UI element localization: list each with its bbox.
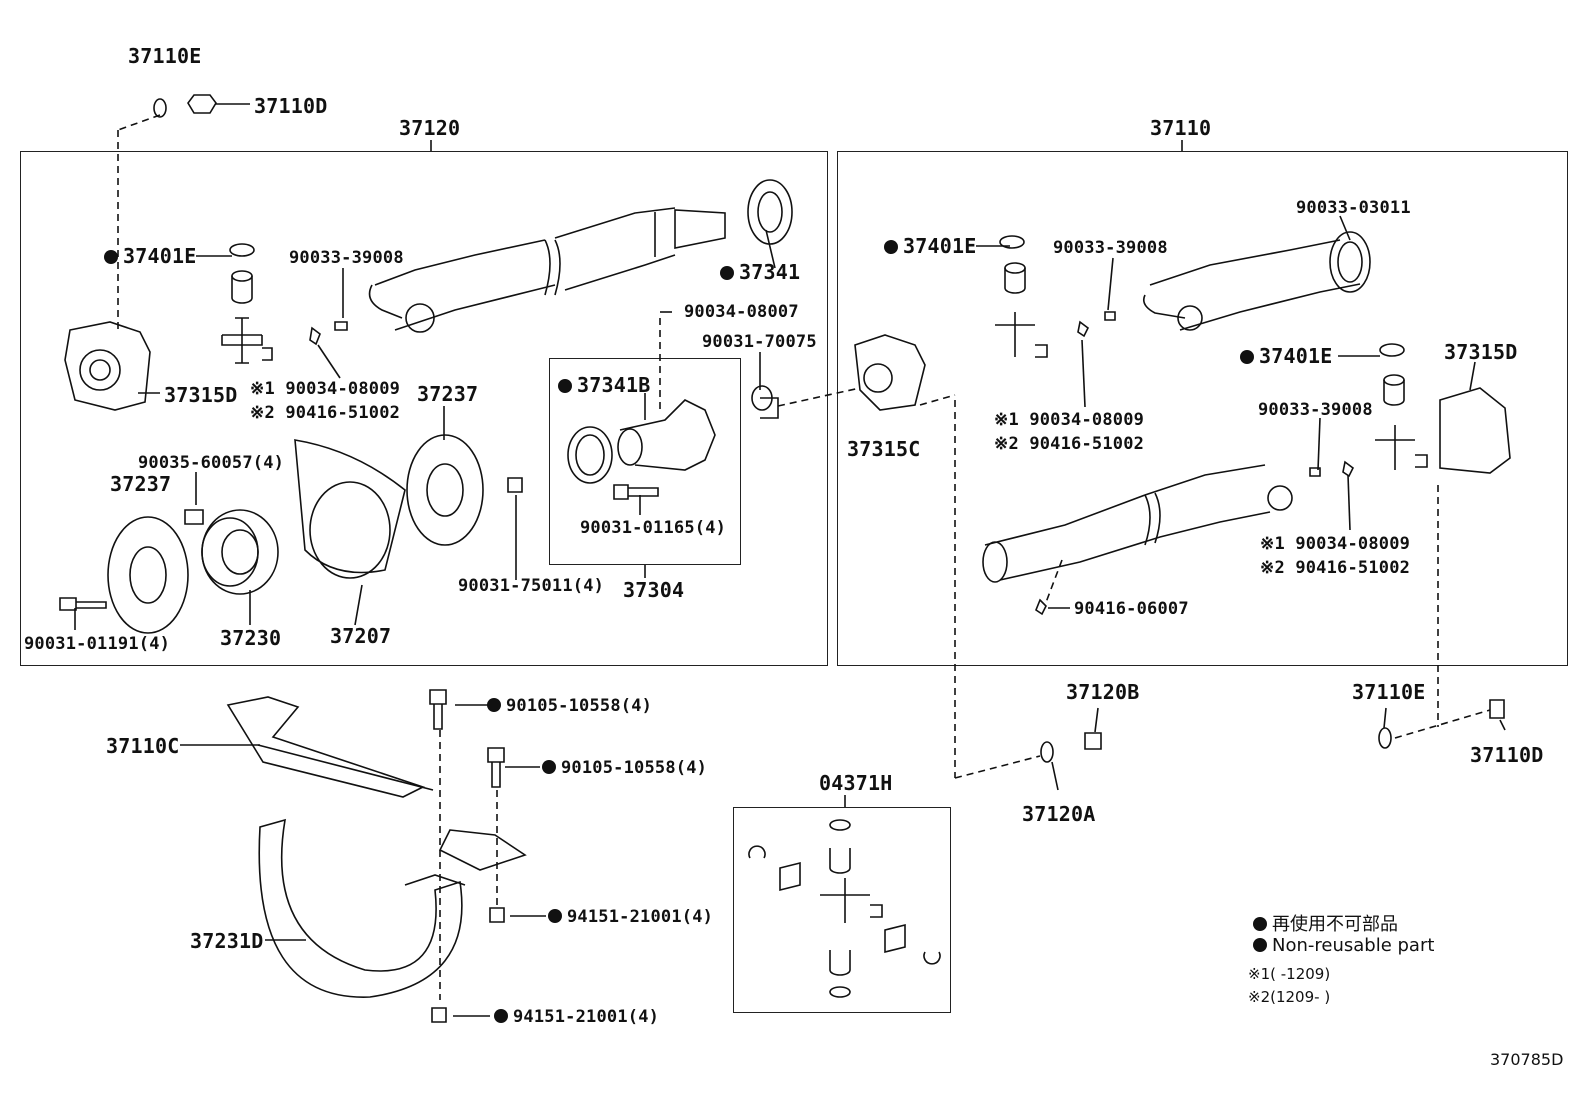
- part-label-note2-left[interactable]: ※2 90416-51002: [250, 403, 401, 423]
- front-shaft-group-title[interactable]: 37110: [1150, 116, 1212, 140]
- part-label-90033-39008-right-top[interactable]: 90033-39008: [1053, 238, 1168, 258]
- part-label-90035-60057[interactable]: 90035-60057(4): [138, 453, 285, 473]
- part-label-37230[interactable]: 37230: [220, 626, 282, 650]
- part-label-37341[interactable]: 37341: [720, 260, 800, 284]
- part-label-90416-06007[interactable]: 90416-06007: [1074, 599, 1189, 619]
- part-label-37120a[interactable]: 37120A: [1022, 802, 1096, 826]
- part-label-37237-left[interactable]: 37237: [110, 472, 172, 496]
- part-label-37315c[interactable]: 37315C: [847, 437, 921, 461]
- part-label-37207[interactable]: 37207: [330, 624, 392, 648]
- part-label-37110d-bottom[interactable]: 37110D: [1470, 743, 1544, 767]
- part-label-90034-08007[interactable]: 90034-08007: [684, 302, 799, 322]
- part-label-94151-21001-b[interactable]: 94151-21001(4): [494, 1007, 659, 1027]
- part-label-37120b[interactable]: 37120B: [1066, 680, 1140, 704]
- bearing-set-title[interactable]: 37304: [623, 578, 685, 602]
- part-label-37401e-right-top[interactable]: 37401E: [884, 234, 976, 258]
- rear-shaft-group-box: [20, 151, 828, 666]
- legend-nonreusable-en: Non-reusable part: [1253, 935, 1434, 956]
- front-shaft-group-box: [837, 151, 1568, 666]
- legend-note1: ※1( -1209): [1248, 965, 1331, 983]
- bearing-set-box: [549, 358, 741, 565]
- part-label-37110e-top[interactable]: 37110E: [128, 44, 202, 68]
- legend-note2: ※2(1209- ): [1248, 988, 1331, 1006]
- part-label-note2-right-b[interactable]: ※2 90416-51002: [1260, 558, 1411, 578]
- part-label-37110c[interactable]: 37110C: [106, 734, 180, 758]
- part-label-37401e-left[interactable]: 37401E: [104, 244, 196, 268]
- part-label-note1-right-a[interactable]: ※1 90034-08009: [994, 410, 1145, 430]
- spider-kit-box: [733, 807, 951, 1013]
- legend-nonreusable-ja: 再使用不可部品: [1253, 910, 1398, 936]
- part-label-37110e-bottom[interactable]: 37110E: [1352, 680, 1426, 704]
- part-label-90031-01191[interactable]: 90031-01191(4): [24, 634, 171, 654]
- part-label-37315d-left[interactable]: 37315D: [164, 383, 238, 407]
- part-label-37401e-right-mid[interactable]: 37401E: [1240, 344, 1332, 368]
- part-label-note1-right-b[interactable]: ※1 90034-08009: [1260, 534, 1411, 554]
- spider-kit-title[interactable]: 04371H: [819, 771, 893, 795]
- part-label-37231d[interactable]: 37231D: [190, 929, 264, 953]
- part-label-94151-21001-a[interactable]: 94151-21001(4): [548, 907, 713, 927]
- part-label-90033-03011[interactable]: 90033-03011: [1296, 198, 1411, 218]
- part-label-90033-39008-left[interactable]: 90033-39008: [289, 248, 404, 268]
- figure-id: 370785D: [1490, 1050, 1564, 1069]
- part-label-90105-10558-b[interactable]: 90105-10558(4): [542, 758, 707, 778]
- part-label-90031-75011[interactable]: 90031-75011(4): [458, 576, 605, 596]
- part-label-37237-top[interactable]: 37237: [417, 382, 479, 406]
- part-label-90031-01165[interactable]: 90031-01165(4): [580, 518, 727, 538]
- part-label-note1-left[interactable]: ※1 90034-08009: [250, 379, 401, 399]
- part-label-90031-70075[interactable]: 90031-70075: [702, 332, 817, 352]
- part-label-37341b[interactable]: 37341B: [558, 373, 650, 397]
- part-label-90033-39008-right-b[interactable]: 90033-39008: [1258, 400, 1373, 420]
- part-label-90105-10558-a[interactable]: 90105-10558(4): [487, 696, 652, 716]
- rear-shaft-group-title[interactable]: 37120: [399, 116, 461, 140]
- part-label-37110d-top[interactable]: 37110D: [254, 94, 328, 118]
- part-label-37315d-right[interactable]: 37315D: [1444, 340, 1518, 364]
- part-label-note2-right-a[interactable]: ※2 90416-51002: [994, 434, 1145, 454]
